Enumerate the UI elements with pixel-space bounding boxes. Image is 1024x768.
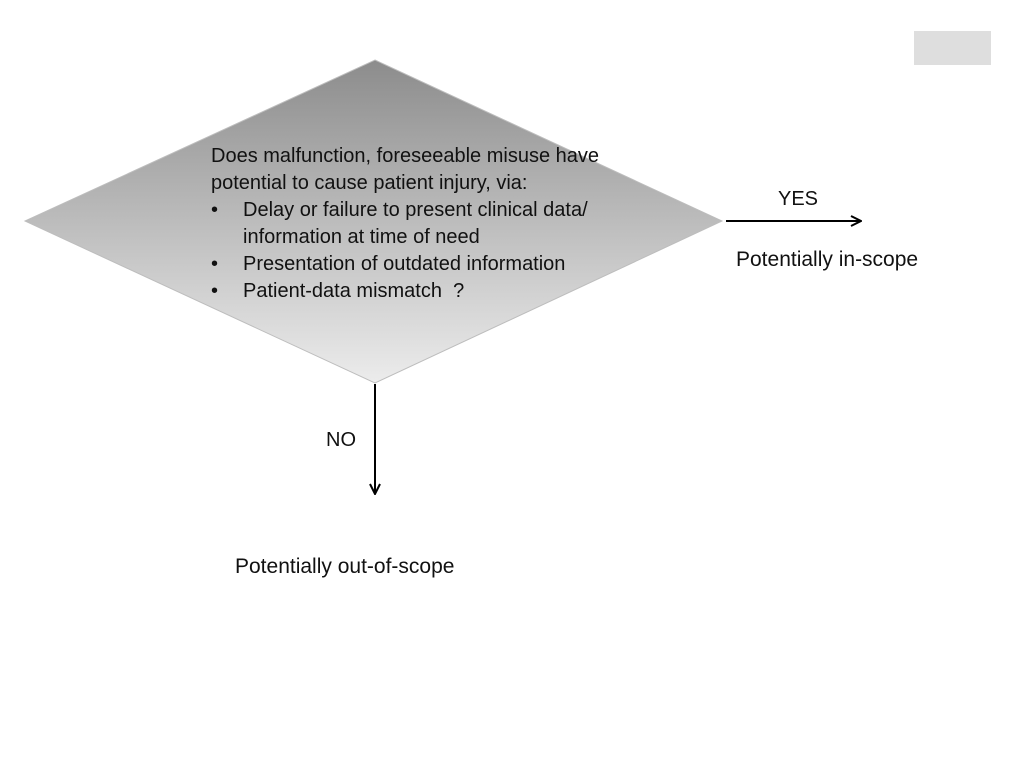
question-intro-line-2: potential to cause patient injury, via: xyxy=(211,172,528,194)
criteria-item-text: Delay or failure to present clinical dat… xyxy=(243,199,588,248)
criteria-item: • Delay or failure to present clinical da… xyxy=(211,197,681,251)
bullet-marker: • xyxy=(211,280,219,302)
criteria-item: • Patient-data mismatch ? xyxy=(211,278,681,305)
criteria-item-text: Presentation of outdated information xyxy=(243,253,566,275)
outcome-in-scope: Potentially in-scope xyxy=(736,248,919,271)
criteria-item: • Presentation of outdated information xyxy=(211,251,681,278)
decision-diamond xyxy=(23,59,724,384)
bullet-marker: • xyxy=(211,253,219,275)
corner-gray-box xyxy=(914,31,991,65)
question-intro-line-1: Does malfunction, foreseeable misuse hav… xyxy=(211,145,599,167)
yes-label: YES xyxy=(778,188,819,210)
bullet-marker: • xyxy=(211,199,219,221)
criteria-list: • Delay or failure to present clinical da… xyxy=(211,197,681,305)
decision-question: Does malfunction, foreseeable misuse hav… xyxy=(211,143,681,305)
outcome-out-of-scope: Potentially out-of-scope xyxy=(235,555,455,578)
no-label: NO xyxy=(326,429,356,451)
criteria-item-text: Patient-data mismatch ? xyxy=(243,280,465,302)
